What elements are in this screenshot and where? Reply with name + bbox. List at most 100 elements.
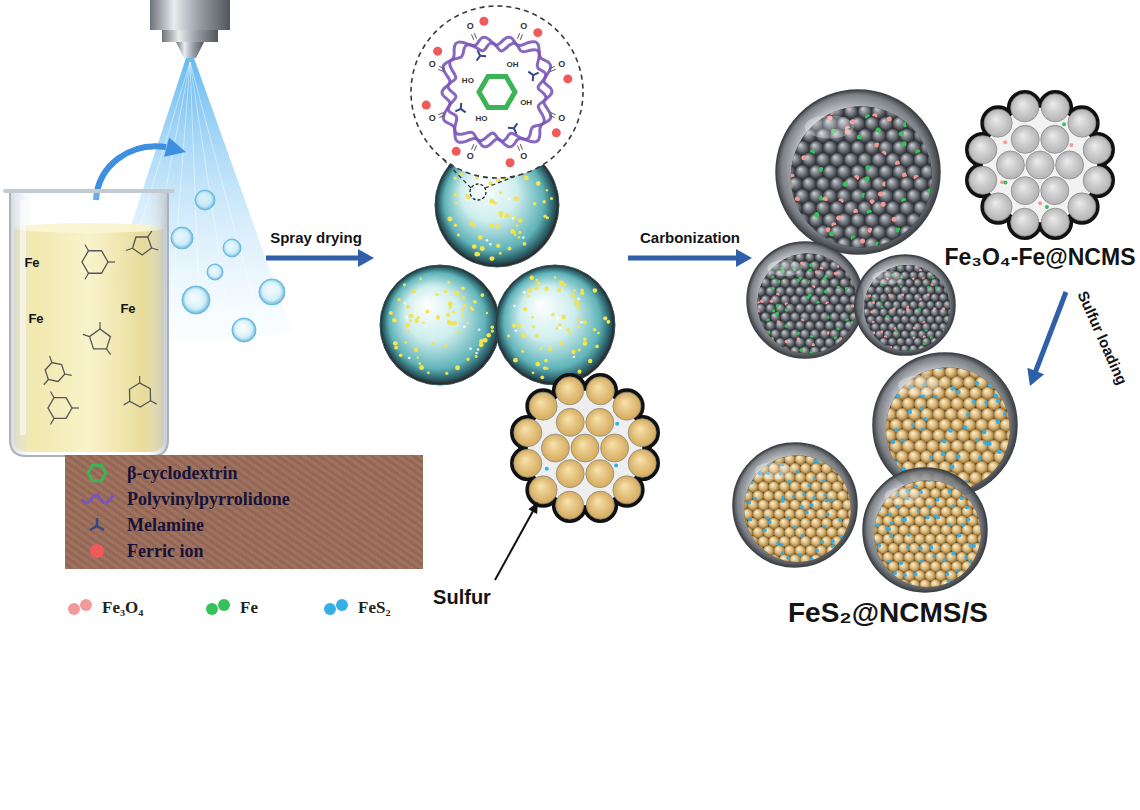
legend-text: FeS₂ [358,598,390,618]
nanoparticle-dot [810,503,814,507]
section-ball [1068,109,1096,137]
precursor-dot [483,338,488,343]
nanoparticle-dot [785,340,789,344]
section-ball [601,434,629,462]
oxygen-label: O [467,22,474,32]
nanoparticle-dot [747,501,751,505]
section-dot [614,464,618,468]
nanoparticle-dot [755,290,759,294]
nanoparticle-dot [829,231,834,236]
molecule-bond [85,245,89,251]
sparkle [508,198,510,200]
precursor-dot [486,333,491,338]
precursor-dot [521,350,524,353]
nanoparticle-dot [787,184,792,189]
sparkle [408,357,410,359]
precursor-dot [533,202,537,206]
packed-ball [864,92,879,107]
packed-ball [877,397,890,410]
nanoparticle-dot [892,308,895,311]
precursor-dot [489,256,494,261]
precursor-dot [455,365,460,370]
hydroxyl-label: HO [462,77,474,86]
section-dot [615,422,619,426]
ferric-ion-dot [479,17,488,26]
carbonyl-bond [550,69,556,71]
precursor-dot [496,224,501,229]
nanoparticle-dot [936,516,940,520]
sparkle [406,317,408,319]
nanoparticle-dot [806,296,810,300]
cyclodextrin-ring [479,76,515,107]
carbon-shell [733,443,857,567]
oxygen-label: O [558,114,565,124]
packed-ball [864,237,879,252]
nanoparticle-dot [836,216,841,221]
sparkle [522,236,524,238]
nanoparticle-dot [886,487,890,491]
molecule-ring [133,237,152,255]
swatch-dot [324,603,336,615]
spray-drying-arrow-head [358,249,374,267]
precursor-dot [490,223,494,227]
precursor-dot [577,318,580,321]
porous-carbon-sphere [861,468,989,592]
precursor-dot [472,244,477,249]
molecule-ring [129,383,150,407]
precursor-dot [406,305,410,309]
beaker-rim [5,189,173,193]
melamine-stick [478,50,481,55]
legend-text: Ferric ion [127,541,203,562]
nanoparticle-dot [763,528,767,532]
legend-swatch [68,599,92,615]
section-matrix [526,389,644,507]
nanoparticle-dot [917,368,921,372]
section-ball [613,392,641,420]
beaker-glass [10,192,168,456]
section-ball [1011,177,1039,205]
sparkle [500,179,502,181]
nanoparticle-dot [913,327,916,330]
sparkle [404,302,406,304]
molecule-bond [124,401,130,405]
nanoparticle-dot [974,499,978,503]
packed-ball [809,243,820,254]
precursor-dot [577,325,580,328]
precursor-dot [499,191,502,194]
nanoparticle-dot [870,310,873,313]
nanoparticle-dot [743,534,747,538]
precursor-dot [595,345,599,349]
packed-ball [800,554,812,566]
legend-swatch [206,599,230,615]
packed-ball [750,277,761,288]
nanoparticle-dot [851,304,855,308]
precursor-dot [523,307,527,311]
melamine-symbol [97,526,104,530]
nanoparticle-dot [932,364,936,368]
nanoparticle-dot [960,357,964,361]
melamine-stick [514,123,517,128]
precursor-dot [518,236,521,239]
nanoparticle-dot [825,499,829,503]
nanoparticle-dot [831,544,835,548]
spray-ray [170,62,190,325]
precursor-dot [510,229,515,234]
nozzle-neck [162,30,218,42]
cut-face [733,443,857,567]
nanoparticle-dot [785,308,789,312]
nanoparticle-dot [756,310,760,314]
melamine-stick [508,127,514,130]
section-ball [1041,125,1069,153]
precursor-dot [577,370,581,374]
nanoparticle-dot [857,134,862,139]
carbonyl-bond [517,145,519,151]
ferric-ion-dot [433,47,442,56]
nanoparticle-dot [801,155,806,160]
carbonyl-bond [472,144,474,150]
nanoparticle-dot [815,549,819,553]
packed-ball [900,256,909,265]
section-matrix-inner [528,391,642,505]
molecule-bond [148,231,152,237]
carbonyl-bond [474,33,476,39]
packed-ball [836,92,851,107]
